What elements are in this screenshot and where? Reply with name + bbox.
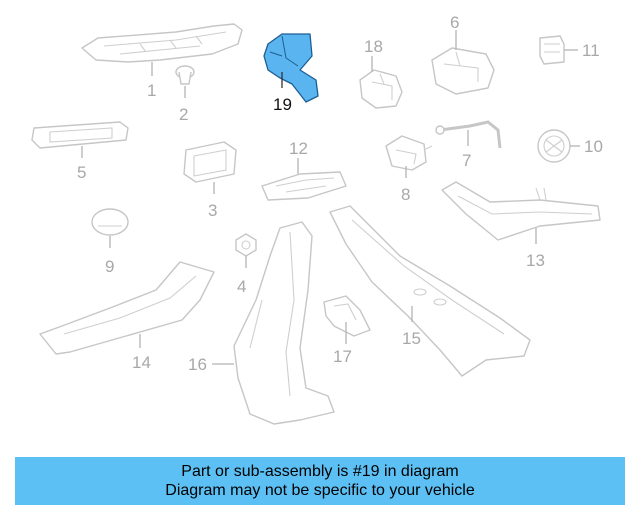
banner-line-1: Part or sub-assembly is #19 in diagram — [181, 463, 459, 480]
part-6-actuator[interactable] — [431, 30, 495, 95]
part-13-side-duct[interactable] — [441, 181, 601, 244]
banner-line-2: Diagram may not be specific to your vehi… — [165, 482, 475, 499]
part-17-bracket[interactable] — [323, 295, 371, 344]
callout-19: 19 — [273, 95, 292, 114]
callout-7: 7 — [462, 151, 471, 170]
callout-10: 10 — [584, 137, 603, 156]
part-12-center-vent[interactable] — [261, 158, 347, 201]
part-11-connector[interactable] — [539, 35, 578, 65]
callout-12: 12 — [289, 139, 308, 158]
part-1-defroster-duct[interactable] — [81, 23, 243, 76]
callout-9: 9 — [105, 257, 114, 276]
info-banner: Part or sub-assembly is #19 in diagram D… — [15, 457, 625, 505]
parts-diagram: 1 2 5 3 19 18 6 — [31, 13, 603, 425]
callout-1: 1 — [147, 81, 156, 100]
part-15-floor-duct[interactable] — [329, 205, 531, 377]
callout-2: 2 — [179, 105, 188, 124]
part-18-sensor[interactable] — [359, 56, 403, 109]
callout-11: 11 — [582, 41, 600, 60]
part-8-sensor-housing[interactable] — [385, 135, 433, 178]
part-14-left-duct[interactable] — [39, 261, 215, 355]
part-16-vertical-duct[interactable] — [212, 221, 335, 425]
part-9-cap[interactable] — [91, 208, 129, 248]
part-19-bracket[interactable] — [263, 33, 319, 103]
part-3-grille[interactable] — [183, 141, 237, 194]
callout-14: 14 — [132, 353, 151, 372]
callout-4: 4 — [237, 277, 246, 296]
callout-6: 6 — [450, 13, 459, 32]
part-4-nut[interactable] — [235, 233, 257, 268]
callout-5: 5 — [77, 163, 86, 182]
part-7-hose[interactable] — [435, 120, 502, 149]
callout-3: 3 — [208, 201, 217, 220]
callout-18: 18 — [364, 37, 383, 56]
part-5-vent-panel[interactable] — [31, 121, 129, 158]
part-2-clip[interactable] — [175, 65, 195, 98]
callout-16: 16 — [188, 355, 207, 374]
callout-13: 13 — [526, 251, 545, 270]
callout-15: 15 — [402, 329, 421, 348]
callout-8: 8 — [401, 185, 410, 204]
part-10-grommet[interactable] — [537, 129, 580, 163]
callout-17: 17 — [333, 347, 352, 366]
